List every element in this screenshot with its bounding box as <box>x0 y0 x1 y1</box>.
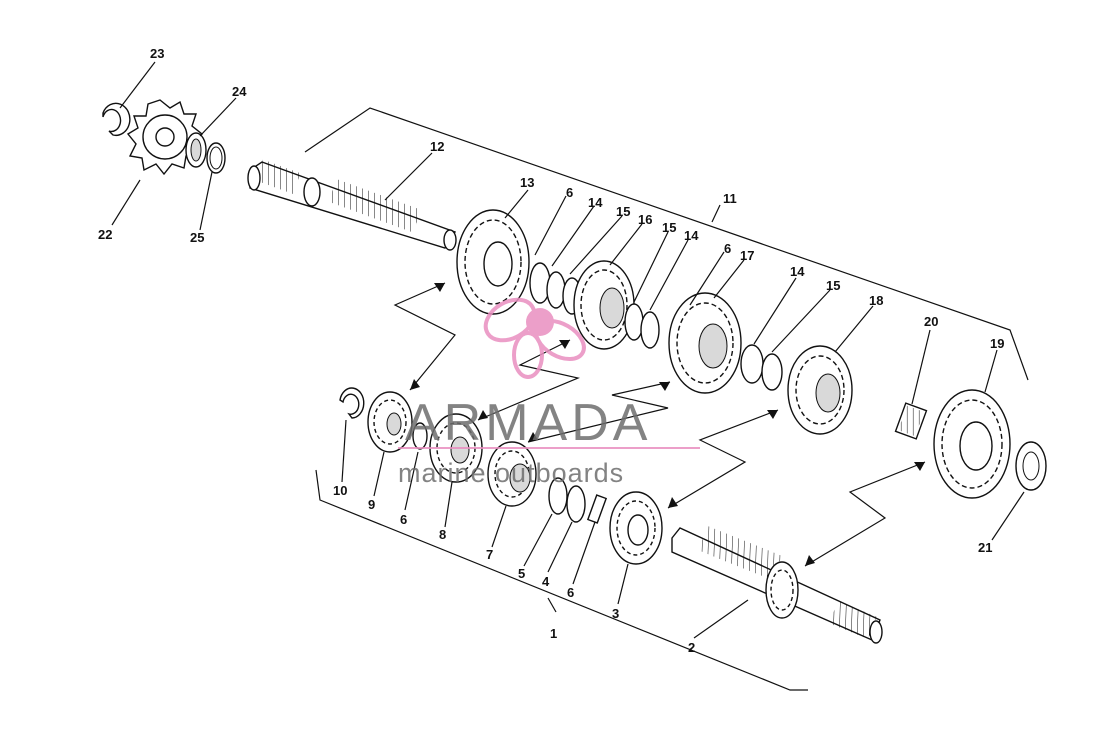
callout-15-c: 15 <box>826 278 840 293</box>
bracket-tick-1 <box>547 597 557 613</box>
callout-5: 5 <box>518 566 525 581</box>
callout-7: 7 <box>486 547 493 562</box>
callout-15-a: 15 <box>616 204 630 219</box>
callout-4: 4 <box>542 574 550 589</box>
callout-20: 20 <box>924 314 938 329</box>
lower-gear-cluster <box>339 387 663 565</box>
gear-2-integral <box>765 561 799 619</box>
callout-6-lower-a: 6 <box>400 512 407 527</box>
callout-16: 16 <box>638 212 652 227</box>
callout-6-upper-b: 6 <box>724 241 731 256</box>
propeller-logo-icon <box>483 297 586 379</box>
callout-23: 23 <box>150 46 164 61</box>
callout-14-a: 14 <box>588 195 603 210</box>
needle-bearing-20 <box>894 402 928 440</box>
callout-6-upper-a: 6 <box>566 185 573 200</box>
callout-13: 13 <box>520 175 534 190</box>
callout-2: 2 <box>688 640 695 655</box>
callout-1: 1 <box>550 626 557 641</box>
gear-18 <box>787 345 853 435</box>
callout-6-lower-b: 6 <box>567 585 574 600</box>
circlip-15-c <box>761 353 783 391</box>
callout-21: 21 <box>978 540 992 555</box>
callout-25: 25 <box>190 230 204 245</box>
gear-13 <box>456 209 530 315</box>
callout-18: 18 <box>869 293 883 308</box>
callout-22: 22 <box>98 227 112 242</box>
callout-labels: 1 2 3 4 5 6 6 6 6 7 8 9 10 11 12 13 14 1… <box>98 46 1004 655</box>
callout-15-b: 15 <box>662 220 676 235</box>
callout-12: 12 <box>430 139 444 154</box>
bracket-tick-11 <box>711 204 721 223</box>
watermark-tagline: marine outboards <box>398 458 624 488</box>
callout-24: 24 <box>232 84 247 99</box>
gear-9 <box>367 391 413 453</box>
callout-19: 19 <box>990 336 1004 351</box>
washer-14-c <box>740 344 764 384</box>
gear-19 <box>933 389 1011 499</box>
upper-gear-cluster <box>456 209 1047 499</box>
callout-17: 17 <box>740 248 754 263</box>
circlip-23 <box>102 102 131 137</box>
gear-17 <box>668 292 742 394</box>
main-shaft-12 <box>247 159 457 251</box>
callout-14-b: 14 <box>684 228 699 243</box>
drive-sprocket-group <box>102 99 226 176</box>
washer-14-a <box>546 271 566 309</box>
gear-3 <box>609 491 663 565</box>
watermark-brand: ARMADA <box>405 394 651 452</box>
watermark: ARMADA marine outboards <box>398 297 700 488</box>
upper-assembly-bracket <box>304 107 1029 381</box>
callout-3: 3 <box>612 606 619 621</box>
washer-14-b <box>640 311 660 349</box>
circlip-5 <box>548 477 568 515</box>
gear-7 <box>487 441 537 507</box>
drive-shaft-2 <box>671 525 883 644</box>
callout-9: 9 <box>368 497 375 512</box>
gear-16 <box>573 260 635 350</box>
bracket-lines <box>304 107 1029 691</box>
circlip-15-b <box>624 303 644 341</box>
sprocket-22 <box>126 99 204 176</box>
lower-assembly-bracket <box>315 469 808 691</box>
circlip-10 <box>339 387 365 419</box>
leader-lines <box>111 61 1025 639</box>
callout-10: 10 <box>333 483 347 498</box>
callout-11: 11 <box>723 191 737 206</box>
bush-6-lower-b <box>586 494 608 524</box>
engagement-arrows <box>393 282 926 567</box>
callout-8: 8 <box>439 527 446 542</box>
washer-4 <box>566 485 586 523</box>
callout-14-c: 14 <box>790 264 805 279</box>
